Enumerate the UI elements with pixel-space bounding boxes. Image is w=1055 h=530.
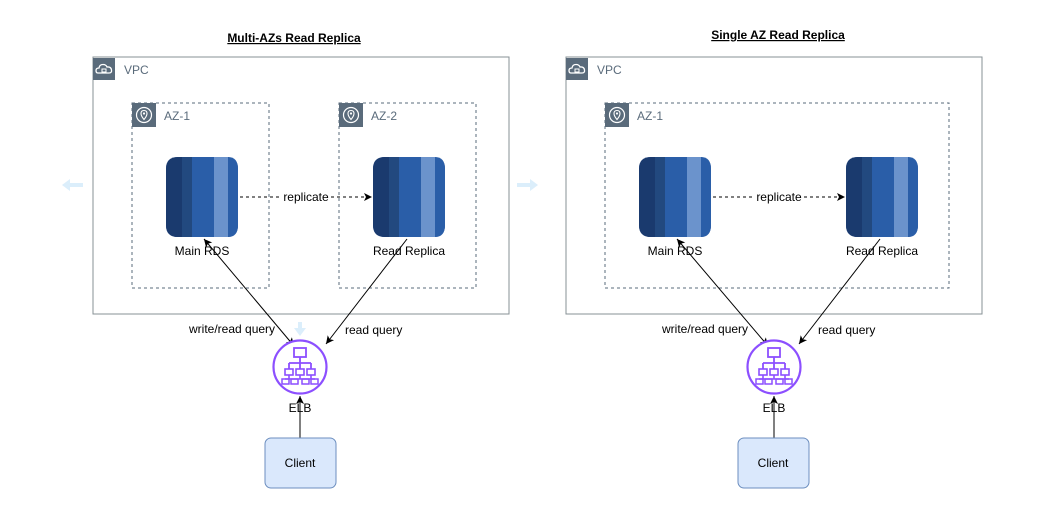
left-read-replica-label: Read Replica: [373, 244, 445, 258]
faint-right-arrow-icon: [517, 179, 538, 191]
right-vpc-label: VPC: [597, 63, 622, 77]
left-write-read-arrow: [203, 238, 295, 347]
left-vpc-group: VPC: [92, 56, 510, 315]
left-az2-group: AZ-2: [338, 102, 477, 289]
right-read-label: read query: [818, 323, 875, 337]
left-read-arrow: [325, 238, 408, 345]
right-title: Single AZ Read Replica: [711, 28, 845, 42]
right-read-replica-label: Read Replica: [846, 244, 918, 258]
right-main-rds-icon: [639, 157, 711, 237]
right-elb-icon: [746, 339, 802, 395]
faint-left-arrow-icon: [62, 179, 83, 191]
right-read-replica-icon: [846, 157, 918, 237]
left-write-read-label: write/read query: [188, 322, 275, 336]
right-write-read-label: write/read query: [661, 322, 748, 336]
right-vpc-group: VPC: [565, 56, 983, 315]
right-vpc-cloud-icon: [565, 57, 589, 81]
left-main-rds-label: Main RDS: [175, 244, 230, 258]
left-client-box: Client: [264, 437, 337, 489]
right-az1-pin-icon: [604, 102, 630, 128]
left-az2-pin-icon: [338, 102, 364, 128]
left-main-rds-icon: [166, 157, 238, 237]
right-client-label: Client: [758, 456, 789, 470]
left-elb-icon: [272, 339, 328, 395]
left-read-label: read query: [345, 323, 402, 337]
right-az1-label: AZ-1: [637, 109, 663, 123]
left-client-label: Client: [285, 456, 316, 470]
right-replicate-label: replicate: [756, 190, 802, 204]
left-title: Multi-AZs Read Replica: [227, 31, 361, 45]
left-vpc-cloud-icon: [92, 57, 116, 81]
right-az1-group: AZ-1: [604, 102, 950, 289]
left-replicate-label: replicate: [283, 190, 329, 204]
left-az2-label: AZ-2: [371, 109, 397, 123]
left-read-replica-icon: [373, 157, 445, 237]
right-diagram: Single AZ Read Replica VPC AZ-1 Main RDS…: [565, 28, 983, 489]
right-main-rds-label: Main RDS: [648, 244, 703, 258]
left-az1-group: AZ-1: [131, 102, 270, 289]
left-diagram: Multi-AZs Read Replica VPC AZ-1 AZ-2 Mai…: [92, 31, 510, 489]
left-az1-pin-icon: [131, 102, 157, 128]
right-client-box: Client: [737, 437, 810, 489]
right-write-read-arrow: [676, 238, 769, 347]
right-read-arrow: [798, 238, 881, 345]
faint-down-arrow-icon: [294, 322, 306, 336]
left-az1-label: AZ-1: [164, 109, 190, 123]
left-vpc-label: VPC: [124, 63, 149, 77]
